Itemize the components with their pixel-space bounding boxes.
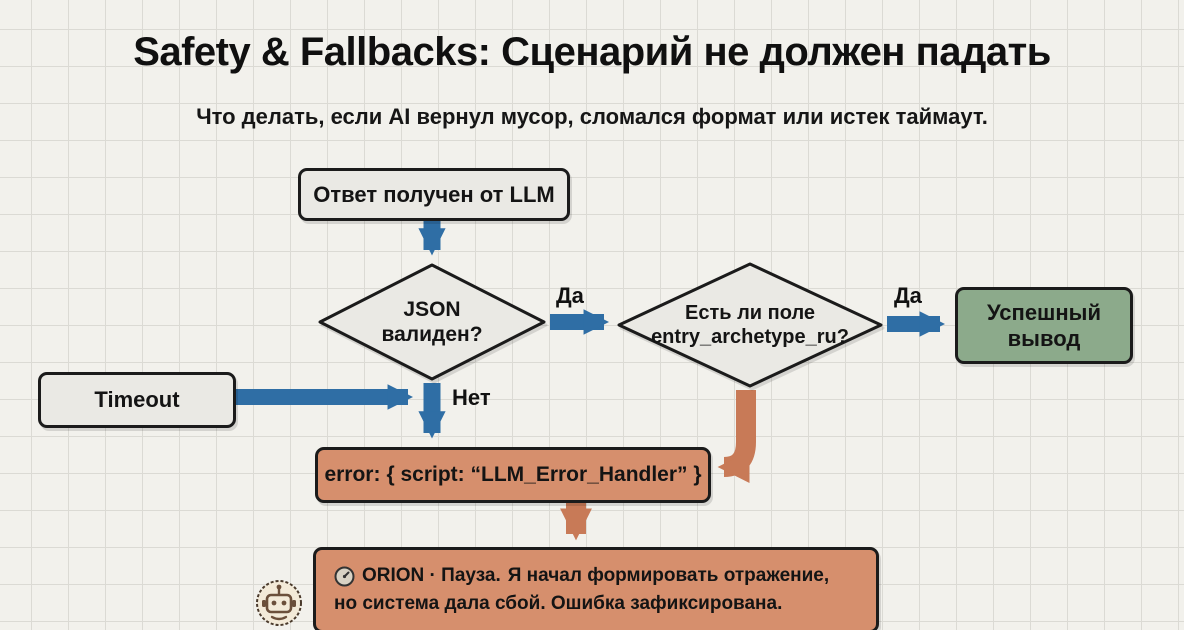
compass-icon xyxy=(334,566,355,587)
arrow-field-no xyxy=(717,390,756,483)
error-label: error: xyxy=(324,463,381,486)
page-title: Safety & Fallbacks: Сценарий не должен п… xyxy=(133,30,1051,74)
orion-text2: но система дала сбой. Ошибка зафиксирова… xyxy=(334,593,783,614)
orion-title: ORION · Пауза. xyxy=(362,565,501,587)
field-check-line2: entry_archetype_ru? xyxy=(651,326,849,348)
node-llm-response-label: Ответ получен от LLM xyxy=(313,181,555,207)
json-valid-diamond-shape xyxy=(318,263,546,381)
node-timeout: Timeout xyxy=(38,372,236,428)
orion-text1: Я начал формировать отражение, xyxy=(507,565,830,587)
label-yes-json: Да xyxy=(556,283,584,308)
field-check-diamond-shape xyxy=(617,262,883,388)
label-no-json: Нет xyxy=(452,385,491,410)
node-json-valid: JSON валиден? xyxy=(318,263,546,381)
node-success: Успешный вывод xyxy=(955,287,1133,364)
robot-icon xyxy=(255,579,303,630)
node-orion-message: ORION · Пауза. Я начал формировать отраж… xyxy=(313,547,879,630)
node-field-check: Есть ли поле entry_archetype_ru? xyxy=(617,262,883,388)
json-valid-line2: валиден? xyxy=(381,323,483,346)
error-code: { script: “LLM_Error_Handler” } xyxy=(386,463,702,486)
page-subtitle: Что делать, если AI вернул мусор, сломал… xyxy=(196,104,988,129)
label-yes-field: Да xyxy=(894,283,922,308)
node-error-handler: error:{ script: “LLM_Error_Handler” } xyxy=(315,447,711,503)
success-line1: Успешный xyxy=(987,300,1101,326)
node-timeout-label: Timeout xyxy=(94,387,180,412)
node-llm-response: Ответ получен от LLM xyxy=(298,168,570,221)
success-line2: вывод xyxy=(1007,325,1081,351)
field-check-line1: Есть ли поле xyxy=(684,302,816,324)
json-valid-line1: JSON xyxy=(403,297,461,321)
